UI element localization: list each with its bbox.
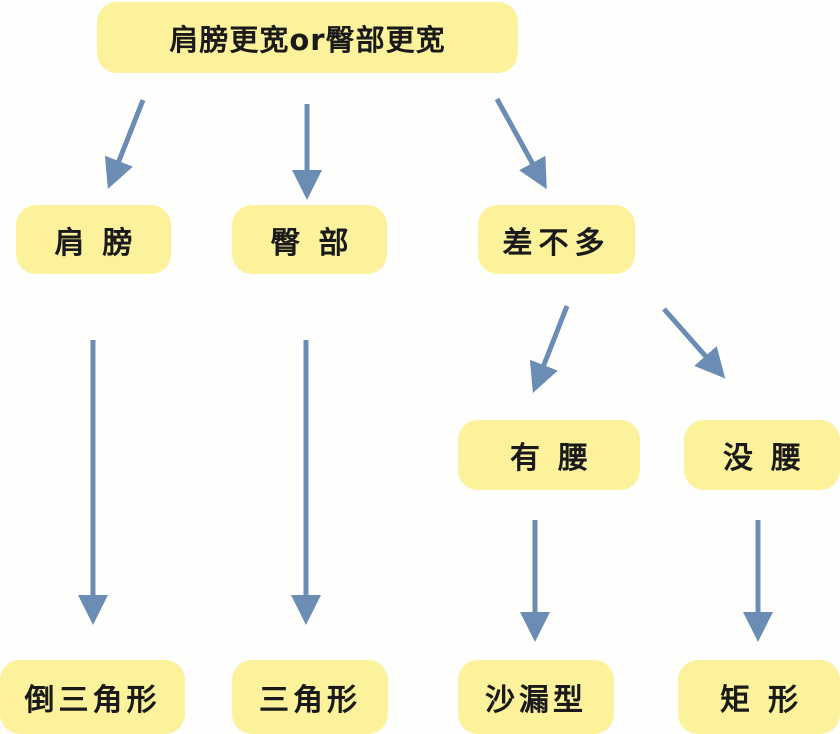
node-hourglass: 沙漏型 xyxy=(458,660,614,734)
node-shoulder: 肩膀 xyxy=(16,205,171,274)
node-hip: 臀部 xyxy=(232,205,387,274)
arrow-root-to-similar xyxy=(494,97,547,190)
node-rectangle: 矩形 xyxy=(678,660,840,734)
arrow-similar-to-has-waist xyxy=(529,305,570,394)
node-similar: 差不多 xyxy=(478,205,635,274)
node-triangle: 三角形 xyxy=(232,660,388,734)
node-inverted-triangle: 倒三角形 xyxy=(0,660,185,734)
arrow-root-to-shoulder xyxy=(104,99,146,190)
node-root: 肩膀更宽or臀部更宽 xyxy=(97,2,518,73)
node-no-waist: 没腰 xyxy=(684,420,840,490)
node-has-waist: 有腰 xyxy=(458,420,640,490)
arrow-similar-to-no-waist xyxy=(662,307,726,379)
